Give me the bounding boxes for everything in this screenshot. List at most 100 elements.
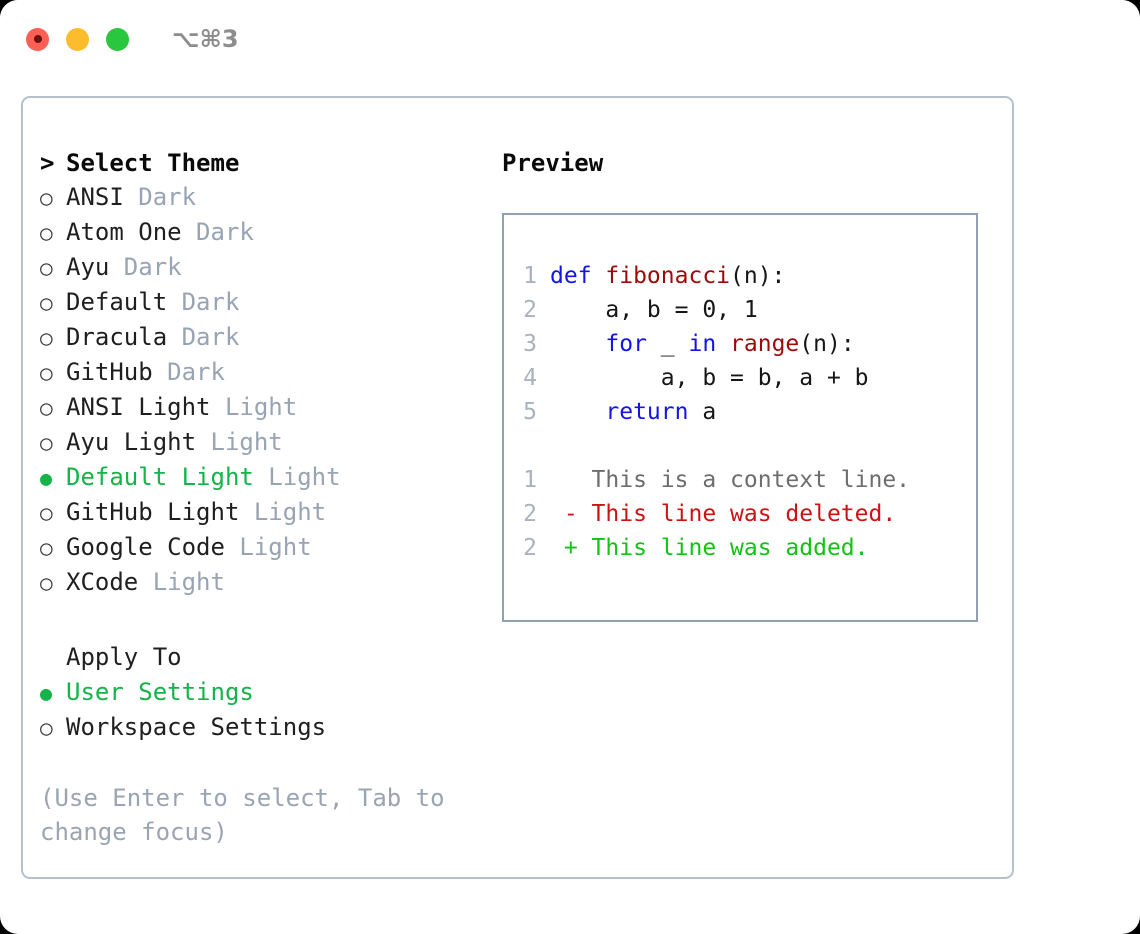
- code-token: fibonacci: [605, 263, 731, 289]
- theme-name-label: Default Light: [66, 463, 254, 491]
- code-token: [716, 331, 730, 357]
- apply-to-label: Workspace Settings: [66, 713, 327, 741]
- radio-unselected-icon: ○: [40, 571, 53, 595]
- theme-list-item[interactable]: ○ANSI Dark: [40, 180, 510, 215]
- code-token: a, b = b, a + b: [550, 365, 869, 391]
- radio-unselected-icon: ○: [40, 291, 53, 315]
- code-token: [550, 331, 605, 357]
- apply-to-heading-label: Apply To: [66, 643, 182, 671]
- radio-unselected-icon: ○: [40, 256, 53, 280]
- code-text: def fibonacci(n):: [550, 259, 785, 293]
- code-token: [550, 399, 605, 425]
- code-line: 4 a, b = b, a + b: [504, 361, 976, 395]
- theme-name-label: Atom One: [66, 218, 182, 246]
- code-line: 2 a, b = 0, 1: [504, 293, 976, 327]
- code-line: 3 for _ in range(n):: [504, 327, 976, 361]
- code-token: (n):: [730, 263, 786, 289]
- close-window-icon[interactable]: [26, 27, 49, 51]
- diff-text: This is a context line.: [550, 467, 911, 493]
- radio-unselected-icon: ○: [40, 361, 53, 385]
- maximize-window-icon[interactable]: [106, 27, 129, 51]
- theme-name-label: GitHub Light: [66, 498, 240, 526]
- code-text: for _ in range(n):: [550, 327, 855, 361]
- radio-unselected-icon: ○: [40, 221, 53, 245]
- code-token: (n):: [799, 331, 855, 357]
- code-token: def: [550, 263, 606, 289]
- theme-variant-label: Light: [210, 393, 298, 421]
- theme-list-item[interactable]: ● Default Light Light: [40, 460, 510, 495]
- line-number: 1: [523, 467, 537, 493]
- theme-name-label: Default: [66, 288, 168, 316]
- theme-list-item[interactable]: ○ Dracula Dark: [40, 320, 510, 355]
- keyboard-hint-text: (Use Enter to select, Tab to change focu…: [40, 784, 445, 846]
- theme-list-item[interactable]: ○Google Code Light: [40, 530, 510, 565]
- theme-list-item[interactable]: ○Ayu Light Light: [40, 425, 510, 460]
- diff-line: 1 This is a context line.: [504, 463, 976, 497]
- spacer-icon: ○: [40, 641, 66, 675]
- theme-variant-label: Dark: [123, 183, 197, 211]
- minimize-window-icon[interactable]: [66, 27, 89, 51]
- theme-name-label: Dracula: [66, 323, 168, 351]
- code-token: range: [730, 331, 800, 357]
- code-token: for: [605, 331, 647, 357]
- page-title-label: Select Theme: [66, 149, 240, 177]
- theme-name-label: XCode: [66, 568, 139, 596]
- theme-variant-label: Light: [253, 463, 341, 491]
- theme-variant-label: Light: [138, 568, 225, 596]
- theme-variant-label: Dark: [181, 218, 254, 246]
- theme-variant-label: Dark: [167, 288, 240, 316]
- apply-to-label: User Settings: [66, 678, 254, 706]
- code-token: return: [605, 399, 689, 425]
- theme-variant-label: Dark: [109, 253, 182, 281]
- line-number: 2: [523, 297, 537, 323]
- apply-to-item[interactable]: ●User Settings: [40, 675, 510, 710]
- code-text: a, b = 0, 1: [550, 293, 758, 327]
- radio-selected-icon: ●: [40, 466, 53, 490]
- theme-name-label: Google Code: [66, 533, 225, 561]
- radio-unselected-icon: ○: [40, 396, 53, 420]
- radio-unselected-icon: ○: [40, 536, 53, 560]
- line-number: 2: [523, 535, 537, 561]
- theme-list-item[interactable]: ○GitHub Light Light: [40, 495, 510, 530]
- line-number: 5: [523, 399, 537, 425]
- code-line: 1 def fibonacci(n):: [504, 259, 976, 293]
- code-line: 5 return a: [504, 395, 976, 429]
- line-number: 1: [523, 263, 537, 289]
- line-number: 4: [523, 365, 537, 391]
- theme-name-label: GitHub: [66, 358, 153, 386]
- theme-list-item[interactable]: ○ ANSI Light Light: [40, 390, 510, 425]
- radio-unselected-icon: ○: [40, 501, 53, 525]
- page-title: > Select Theme: [40, 146, 510, 180]
- radio-unselected-icon: ○: [40, 431, 53, 455]
- theme-variant-label: Dark: [167, 323, 240, 351]
- diff-line: 2 + This line was added.: [504, 531, 976, 565]
- title-bar: ⌥⌘3: [0, 0, 1140, 78]
- theme-list: ○ANSI Dark○Atom One Dark○Ayu Dark○Defaul…: [40, 180, 510, 600]
- apply-to-list: ●User Settings○Workspace Settings: [40, 675, 510, 745]
- prompt-marker-icon: >: [40, 149, 55, 177]
- theme-list-item[interactable]: ○ XCode Light: [40, 565, 510, 600]
- record-dot-icon: [33, 35, 42, 43]
- apply-to-section: ○ Apply To ●User Settings○Workspace Sett…: [40, 640, 510, 745]
- code-token: in: [688, 331, 717, 357]
- apply-to-item[interactable]: ○Workspace Settings: [40, 710, 510, 745]
- theme-name-label: ANSI Light: [66, 393, 211, 421]
- radio-unselected-icon: ○: [40, 326, 53, 350]
- line-number: 3: [523, 331, 537, 357]
- theme-variant-label: Dark: [152, 358, 225, 386]
- content-panel: > Select Theme ○ANSI Dark○Atom One Dark○…: [21, 96, 1014, 879]
- theme-list-item[interactable]: ○ Default Dark: [40, 285, 510, 320]
- theme-list-item[interactable]: ○ GitHub Dark: [40, 355, 510, 390]
- theme-list-item[interactable]: ○Ayu Dark: [40, 250, 510, 285]
- code-token: a: [688, 399, 717, 425]
- code-token: _: [646, 331, 689, 357]
- theme-list-item[interactable]: ○ Atom One Dark: [40, 215, 510, 250]
- code-token: a, b = 0, 1: [550, 297, 758, 323]
- window-controls: [26, 27, 129, 51]
- code-text: return a: [550, 395, 716, 429]
- diff-text: - This line was deleted.: [550, 501, 897, 527]
- diff-line: 2 - This line was deleted.: [504, 497, 976, 531]
